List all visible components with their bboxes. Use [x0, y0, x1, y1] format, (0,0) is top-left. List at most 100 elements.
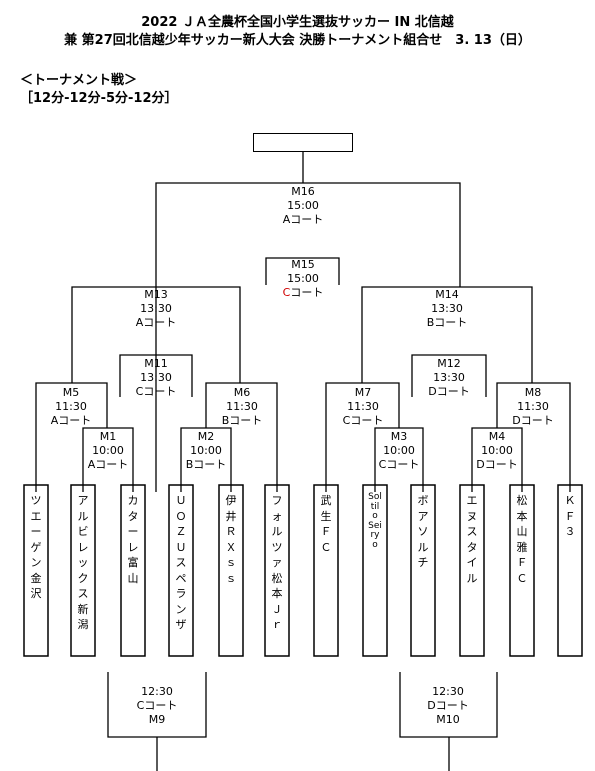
match-m5: M5 11:30 Aコート — [16, 386, 126, 428]
match-id: M13 — [144, 288, 168, 301]
bracket-line-m4 — [471, 427, 523, 492]
team-box-3 — [120, 484, 146, 657]
match-time: 12:30 — [432, 685, 464, 698]
match-id: M16 — [291, 185, 315, 198]
match-time: 10:00 — [92, 444, 124, 457]
match-m7: M7 11:30 Cコート — [308, 386, 418, 428]
bracket-line-m5 — [35, 382, 108, 492]
team-name-2: アルビレックス新潟 — [77, 494, 89, 631]
team-box-12 — [557, 484, 583, 657]
bracket-line-m6 — [205, 382, 278, 492]
team-name-1: ツエーゲン金沢 — [30, 494, 42, 600]
bracket-line-m16 — [155, 182, 461, 492]
team-box-5 — [218, 484, 244, 657]
match-time: 10:00 — [190, 444, 222, 457]
team-name-10: エヌスタイル — [466, 494, 478, 585]
match-m9: 12:30 Cコート M9 — [102, 685, 212, 727]
match-m6: M6 11:30 Bコート — [187, 386, 297, 428]
match-time: 13:30 — [140, 371, 172, 384]
document-title: 2022 ＪＡ全農杯全国小学生選抜サッカー IN 北信越 — [141, 15, 454, 30]
match-time: 11:30 — [55, 400, 87, 413]
match-m1: M1 10:00 Aコート — [53, 430, 163, 472]
match-time: 10:00 — [383, 444, 415, 457]
match-time: 15:00 — [287, 199, 319, 212]
match-court: Aコート — [87, 458, 129, 471]
team-box-10 — [459, 484, 485, 657]
match-court: Cコート — [135, 385, 177, 398]
match-m13: M13 13:30 Aコート — [101, 288, 211, 330]
match-m2: M2 10:00 Bコート — [151, 430, 261, 472]
match-id: M4 — [488, 430, 506, 443]
match-id: M5 — [62, 386, 80, 399]
champion-box — [253, 133, 353, 152]
team-box-11 — [509, 484, 535, 657]
team-box-9 — [410, 484, 436, 657]
match-court: Bコート — [426, 316, 468, 329]
bracket-line-m7 — [325, 382, 400, 492]
match-court: Bコート — [221, 414, 263, 427]
team-name-12: ＫＦ３ — [564, 494, 576, 538]
match-court: Cコート — [248, 286, 358, 300]
match-m15: M15 15:00 Cコート — [248, 258, 358, 300]
court-letter: C — [282, 286, 291, 299]
match-court: Cコート — [378, 458, 420, 471]
bracket-line-m14 — [361, 286, 533, 383]
match-id: M15 — [291, 258, 315, 271]
match-id: M3 — [390, 430, 408, 443]
match-time: 13:30 — [140, 302, 172, 315]
team-name-5: 伊井ＲＸｓｓ — [225, 494, 237, 585]
bracket-line-m1 — [82, 427, 134, 492]
bracket-line-m2 — [180, 427, 232, 492]
court-suffix: コート — [290, 286, 324, 299]
match-time: 10:00 — [481, 444, 513, 457]
match-id: M8 — [524, 386, 542, 399]
bracket-line-m12 — [411, 354, 487, 397]
match-m8: M8 11:30 Dコート — [478, 386, 588, 428]
bracket-line-m15 — [265, 257, 340, 285]
bracket-line-m8 — [496, 382, 571, 492]
match-m3: M3 10:00 Cコート — [344, 430, 454, 472]
team-box-7 — [313, 484, 339, 657]
match-id: M1 — [99, 430, 117, 443]
team-name-4: ＵＯＺＵスペランザ — [175, 494, 187, 631]
match-m4: M4 10:00 Dコート — [442, 430, 552, 472]
match-time: 11:30 — [226, 400, 258, 413]
team-name-3: カターレ富山 — [127, 494, 139, 585]
match-court: Aコート — [135, 316, 177, 329]
team-name-8: Soltilo Seiryo — [368, 492, 382, 550]
match-id: M11 — [144, 357, 168, 370]
match-time: 12:30 — [141, 685, 173, 698]
match-format: ［12分-12分-5分-12分］ — [20, 91, 178, 106]
team-box-2 — [70, 484, 96, 657]
match-m10: 12:30 Dコート M10 — [393, 685, 503, 727]
match-m12: M12 13:30 Dコート — [394, 357, 504, 399]
match-court: Dコート — [428, 385, 470, 398]
match-court: Aコート — [282, 213, 324, 226]
match-m11: M11 13:30 Cコート — [101, 357, 211, 399]
document-subtitle: 兼 第27回北信越少年サッカー新人大会 決勝トーナメント組合せ 3. 13（日） — [64, 33, 531, 48]
team-box-8 — [362, 484, 388, 657]
match-court: Cコート — [136, 699, 178, 712]
team-box-4 — [168, 484, 194, 657]
match-id: M14 — [435, 288, 459, 301]
section-label: ＜トーナメント戦＞ — [20, 73, 138, 88]
match-id: M10 — [436, 713, 460, 726]
team-name-6: フォルツァ松本Ｊｒ — [271, 494, 283, 631]
match-id: M9 — [148, 713, 166, 726]
match-m14: M14 13:30 Bコート — [392, 288, 502, 330]
match-m16: M16 15:00 Aコート — [248, 185, 358, 227]
match-id: M6 — [233, 386, 251, 399]
team-name-7: 武生ＦＣ — [320, 494, 332, 554]
bracket-line-m3 — [374, 427, 424, 492]
match-court: Aコート — [50, 414, 92, 427]
match-court: Dコート — [476, 458, 518, 471]
team-name-9: ボアソルチ — [417, 494, 429, 569]
match-time: 11:30 — [517, 400, 549, 413]
match-id: M2 — [197, 430, 215, 443]
team-box-1 — [23, 484, 49, 657]
match-court: Cコート — [342, 414, 384, 427]
match-time: 15:00 — [287, 272, 319, 285]
match-time: 13:30 — [433, 371, 465, 384]
team-name-11: 松本山雅ＦＣ — [516, 494, 528, 585]
